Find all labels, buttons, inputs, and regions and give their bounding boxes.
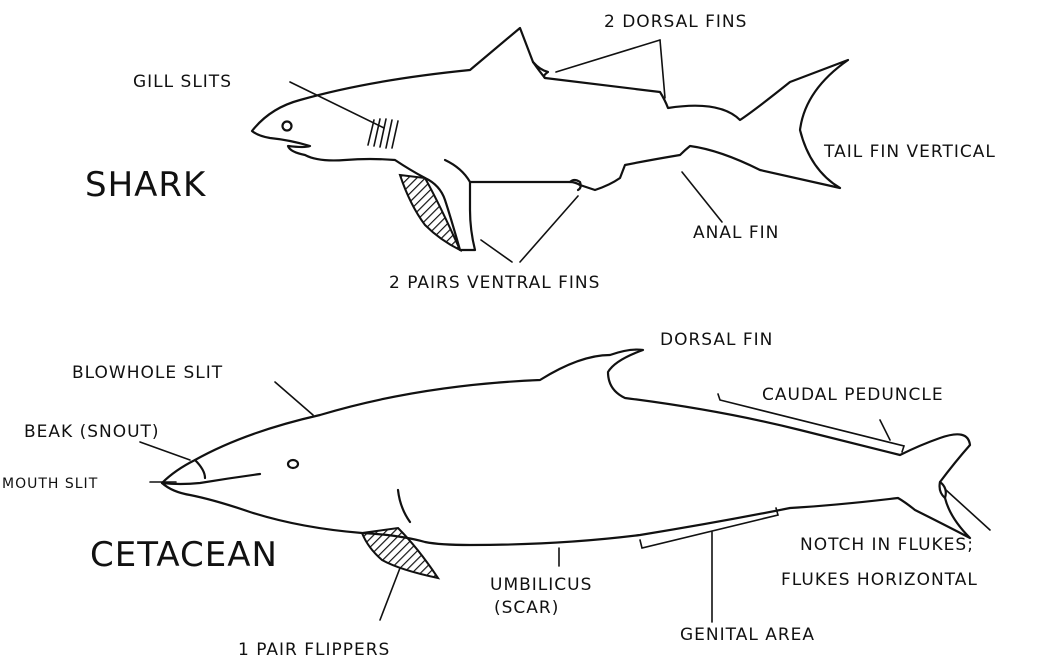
label-anal-fin: ANAL FIN [693,223,779,243]
label-dorsal-fins: 2 DORSAL FINS [604,12,747,32]
shark-second-dorsal-notch [533,62,548,78]
leader-dorsal-2 [660,40,665,98]
label-notch-line2: FLUKES HORIZONTAL [781,570,978,590]
shark-pectoral-fin-hatched [400,175,460,250]
leader-flippers [380,568,400,620]
leader-dorsal-1 [556,40,660,72]
label-mouth: MOUTH SLIT [2,476,98,492]
label-ventral-fins: 2 PAIRS VENTRAL FINS [389,273,600,293]
leader-beak [140,442,190,460]
cetacean-flank-line [398,490,410,522]
label-dorsal-fin: DORSAL FIN [660,330,773,350]
shark-body-outline [252,28,848,250]
label-genital-area: GENITAL AREA [680,625,815,645]
cetacean-mouth-line [162,474,260,484]
label-blowhole: BLOWHOLE SLIT [72,363,223,383]
leader-notch [946,490,990,530]
cetacean-flipper-hatched [362,528,438,578]
label-tail-fin: TAIL FIN VERTICAL [823,142,996,162]
leader-caudal-peduncle [880,420,890,440]
label-umbilicus-line1: UMBILICUS [490,575,592,595]
leader-ventral-2 [520,196,578,262]
label-umbilicus-line2: (SCAR) [494,598,559,618]
label-gill-slits: GILL SLITS [133,72,232,92]
cetacean-eye [288,460,298,468]
leader-gill-slits [290,82,384,128]
shark-figure: SHARK GILL SLITS 2 DORSAL FINS TAIL FIN … [85,12,996,293]
label-flippers: 1 PAIR FLIPPERS [238,640,390,660]
label-caudal-peduncle: CAUDAL PEDUNCLE [762,385,944,405]
leader-ventral-1 [481,240,512,262]
label-beak: BEAK (SNOUT) [24,422,160,442]
shark-title: SHARK [85,165,207,205]
cetacean-title: CETACEAN [90,535,278,575]
cetacean-beak-crease [195,460,205,478]
shark-pelvic-region [445,160,470,182]
leader-anal-fin [682,172,722,222]
cetacean-body-outline [162,350,970,545]
cetacean-figure: CETACEAN DORSAL FIN BLOWHOLE SLIT BEAK (… [2,330,990,660]
label-notch-line1: NOTCH IN FLUKES; [800,535,974,555]
shark-eye [283,122,292,131]
shark-gill-slits [368,119,398,148]
leader-blowhole [275,382,313,415]
